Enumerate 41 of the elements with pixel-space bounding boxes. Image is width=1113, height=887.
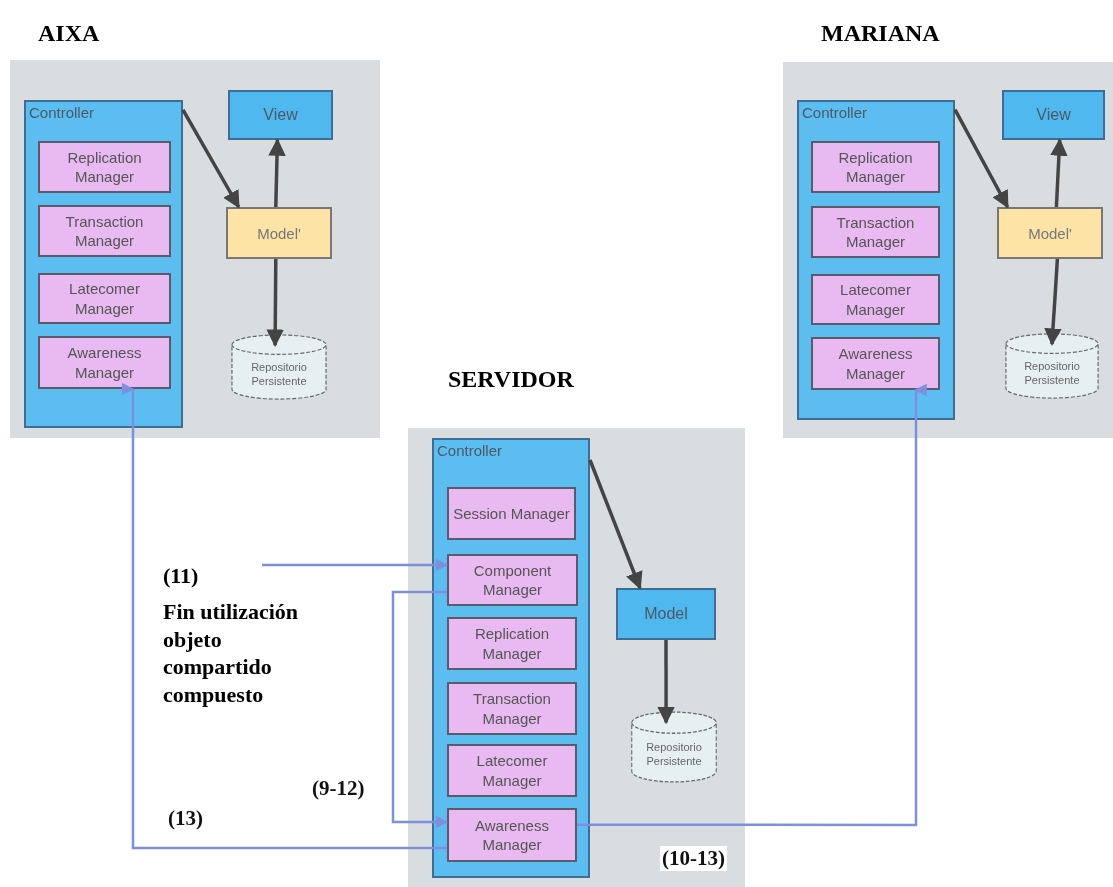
repository-cylinder: Repositorio Persistente	[230, 333, 328, 401]
controller-box	[797, 100, 955, 420]
controller-label: Controller	[437, 442, 503, 459]
manager-box: Session Manager	[447, 487, 576, 540]
manager-box: Transaction Manager	[811, 206, 940, 258]
controller-box	[24, 100, 183, 428]
manager-box: Awareness Manager	[811, 337, 940, 390]
manager-box: Replication Manager	[811, 141, 940, 193]
component-box: View	[228, 90, 333, 140]
arrow	[181, 108, 241, 209]
panel-title: MARIANA	[821, 20, 940, 47]
manager-box: Replication Manager	[447, 617, 577, 670]
arrow	[268, 138, 286, 208]
manager-box: Replication Manager	[38, 141, 171, 193]
edge-label: (10-13)	[660, 846, 727, 871]
arrow	[1044, 258, 1062, 346]
component-box: View	[1002, 90, 1105, 140]
manager-box: Latecomer Manager	[447, 744, 577, 797]
model-box: Model'	[997, 207, 1103, 259]
manager-box: Latecomer Manager	[38, 273, 171, 324]
arrow	[588, 459, 643, 590]
arrow	[657, 640, 675, 725]
repository-cylinder: Repositorio Persistente	[1004, 332, 1100, 400]
arrow	[953, 108, 1010, 209]
controller-label: Controller	[29, 104, 95, 121]
manager-box: Latecomer Manager	[811, 274, 940, 325]
arrow	[1050, 138, 1068, 208]
component-box: Model	[616, 588, 716, 640]
controller-label: Controller	[802, 104, 868, 121]
arrow	[577, 383, 927, 827]
model-box: Model'	[226, 207, 332, 259]
panel-title: AIXA	[38, 20, 100, 47]
panel-title: SERVIDOR	[448, 366, 574, 393]
controller-box	[432, 438, 590, 878]
manager-box: Transaction Manager	[38, 205, 171, 257]
repository-cylinder: Repositorio Persistente	[630, 710, 718, 784]
arrow	[266, 259, 284, 347]
manager-box: Transaction Manager	[447, 682, 577, 735]
manager-box: Component Manager	[447, 554, 578, 606]
manager-box: Awareness Manager	[447, 808, 577, 862]
manager-box: Awareness Manager	[38, 336, 171, 389]
